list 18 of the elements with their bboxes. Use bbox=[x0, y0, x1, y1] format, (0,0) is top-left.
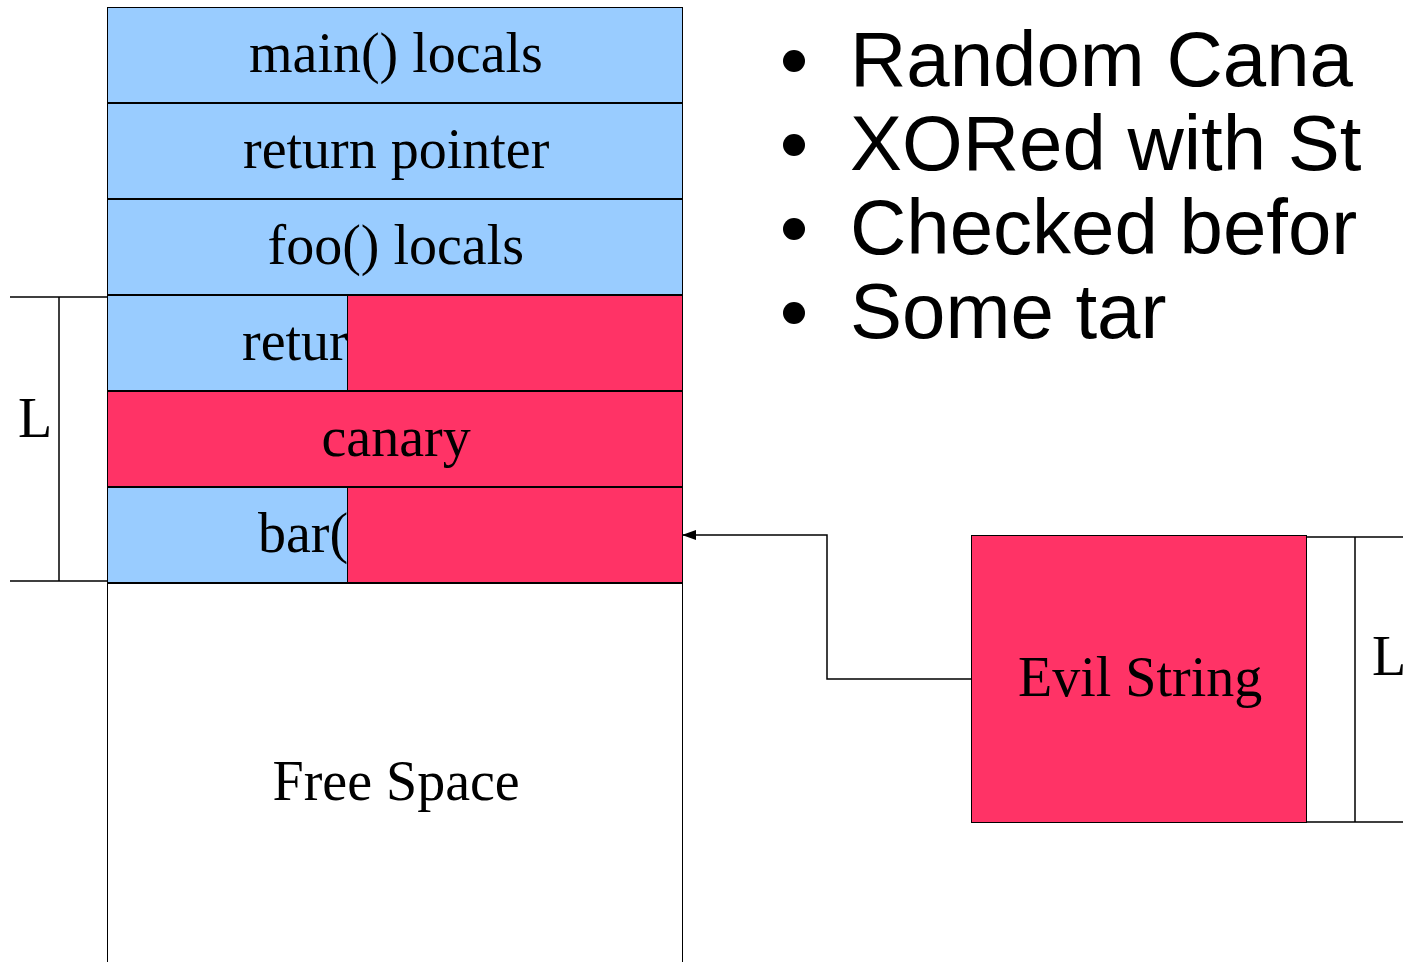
stack-frame-block bbox=[107, 103, 683, 199]
arrow bbox=[682, 530, 972, 680]
stack-frame-block bbox=[107, 295, 683, 391]
dimension-label: L bbox=[1372, 628, 1403, 684]
stack-frame-block bbox=[107, 487, 683, 583]
block-label: retur bbox=[242, 313, 348, 369]
bullet-text: Checked befor bbox=[850, 188, 1358, 266]
bullet-text: XORed with St bbox=[850, 104, 1362, 182]
stack-frame-block bbox=[107, 7, 683, 103]
bullet-text: Some tar bbox=[850, 272, 1167, 350]
free-space-block bbox=[107, 583, 683, 962]
canary-block bbox=[107, 391, 683, 487]
overflow-fill bbox=[346, 294, 683, 391]
evil-string-box bbox=[971, 535, 1307, 823]
bullet-text: Random Cana bbox=[850, 20, 1353, 98]
stack-frame-block bbox=[107, 199, 683, 295]
overflow-fill bbox=[346, 486, 683, 583]
dimension-label: L bbox=[18, 390, 53, 446]
